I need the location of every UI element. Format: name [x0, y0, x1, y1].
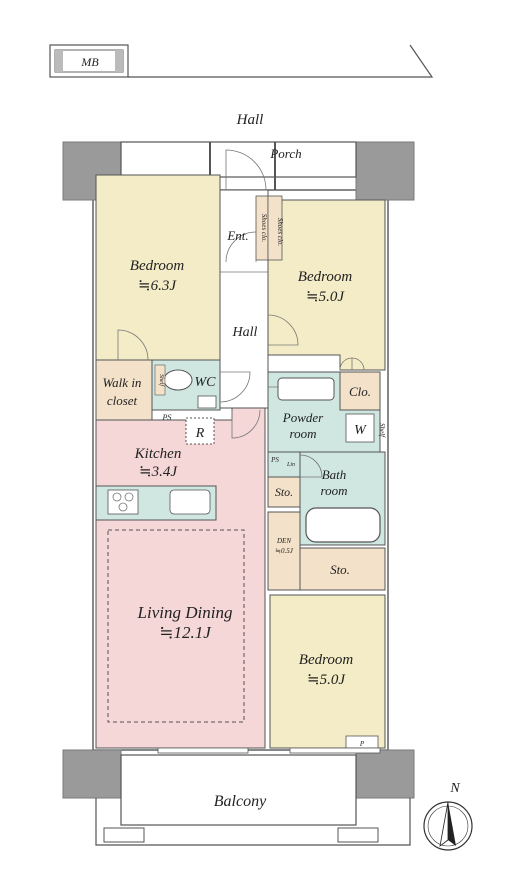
- refrigerator-label: R: [195, 426, 205, 441]
- bath-room-label-1: Bath: [322, 467, 347, 482]
- kitchen-size: ≒3.4J: [139, 464, 178, 480]
- bedroom-nw-label: Bedroom: [130, 258, 185, 274]
- bedroom-ne: [267, 199, 386, 371]
- ent-label: Ent.: [226, 228, 248, 243]
- pillar-se: [355, 749, 415, 799]
- doors: [117, 149, 365, 478]
- kitchen-label: Kitchen: [134, 446, 182, 462]
- hall-inner-label: Hall: [232, 325, 258, 340]
- walk-in-label: Walk in: [103, 375, 142, 390]
- storage-large: [299, 547, 386, 591]
- powder-room-label-2: room: [290, 426, 317, 441]
- shoes-closet-label-1: Shoes clo.: [276, 218, 284, 247]
- bedroom-ne-label: Bedroom: [298, 269, 353, 285]
- bathtub-icon: [305, 507, 381, 543]
- hall-top-label: Hall: [236, 112, 264, 128]
- living-label: Living Dining: [137, 603, 233, 622]
- sto-large-label: Sto.: [330, 562, 350, 577]
- pillar-ne: [355, 141, 415, 201]
- porch-label: Porch: [269, 146, 301, 161]
- bedroom-nw-size: ≒6.3J: [138, 278, 177, 294]
- north-label: N: [449, 781, 460, 796]
- north-arrow-icon: [423, 801, 473, 851]
- balcony-label: Balcony: [214, 793, 267, 810]
- walk-in-closet: [95, 359, 153, 421]
- meter-box: MB: [49, 44, 434, 78]
- clo-label: Clo.: [349, 384, 371, 399]
- wc-label: WC: [195, 375, 217, 390]
- bedroom-s-size: ≒5.0J: [307, 672, 346, 688]
- powder-shelf-label: Shelf: [378, 423, 386, 438]
- p-label: P: [359, 740, 365, 748]
- balcony: [95, 754, 411, 846]
- shoes-closet-2: [267, 195, 283, 261]
- den-size: ≒0.5J: [275, 547, 294, 555]
- washer-label: W: [354, 423, 367, 438]
- shoes-closet-label-2: Shoes clo.: [260, 214, 268, 243]
- sto-small-label: Sto.: [275, 485, 293, 499]
- bedroom-s-label: Bedroom: [299, 652, 354, 668]
- washer-icon: [345, 413, 375, 443]
- bath-room-label-2: room: [321, 483, 348, 498]
- lin-label: Lin: [286, 462, 295, 468]
- den: [267, 511, 301, 591]
- sink-icon: [277, 377, 335, 401]
- closet-label: closet: [107, 393, 138, 408]
- bedroom-ne-size: ≒5.0J: [306, 289, 345, 305]
- wc-shelf-label: Shelf: [158, 374, 165, 387]
- bedroom-nw: [95, 174, 221, 361]
- living-area-outline: [107, 529, 245, 723]
- mb-label: MB: [80, 55, 99, 69]
- toilet-icon: [163, 369, 193, 391]
- pillar-sw: [62, 749, 122, 799]
- storage-small: [267, 476, 301, 508]
- powder-room-label-1: Powder: [282, 410, 324, 425]
- kitchen-sink-icon: [169, 489, 211, 515]
- den-label: DEN: [276, 537, 291, 545]
- living-size: ≒12.1J: [159, 623, 212, 642]
- stove-icon: [107, 489, 139, 515]
- refrigerator-icon: [185, 417, 215, 445]
- closet: [339, 371, 381, 411]
- ps-label-1: PS: [162, 413, 172, 422]
- bedroom-s: [269, 594, 386, 749]
- ps-label-2: PS: [270, 456, 279, 464]
